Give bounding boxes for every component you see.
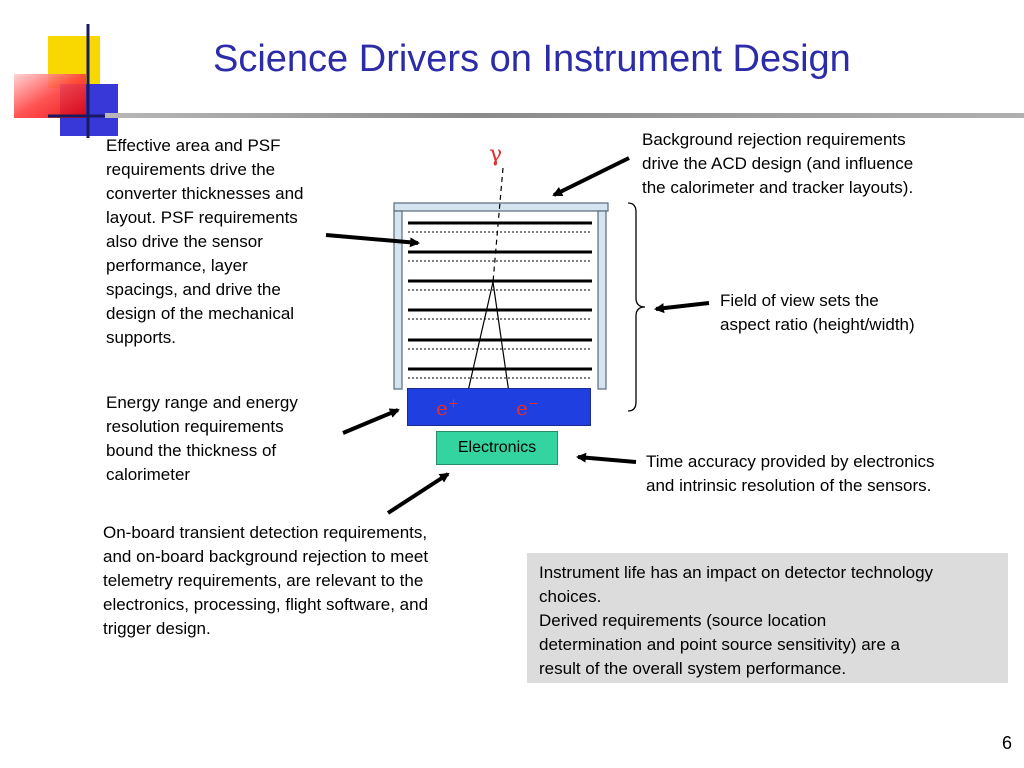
text-line: design of the mechanical (106, 304, 295, 323)
annotation-time-accuracy: Time accuracy provided by electronics an… (646, 450, 1006, 498)
text-line: the calorimeter and tracker layouts). (642, 178, 914, 197)
logo-graphic (14, 24, 138, 138)
positron-letter: e (436, 396, 448, 420)
positron-track (465, 281, 494, 401)
page-number: 6 (1001, 733, 1012, 753)
text-line: trigger design. (103, 619, 211, 638)
text-line: Instrument life has an impact on detecto… (539, 563, 934, 582)
text-line: telemetry requirements, are relevant to … (103, 571, 424, 590)
text-line: Time accuracy provided by electronics (646, 452, 935, 471)
annotation-field-of-view: Field of view sets the aspect ratio (hei… (720, 289, 980, 337)
title-divider (105, 113, 1024, 118)
callout-arrows (325, 156, 710, 515)
text-line: also drive the sensor (106, 232, 263, 251)
electron-letter: e (516, 396, 528, 420)
text-line: resolution requirements (106, 417, 284, 436)
text-line: bound the thickness of (106, 441, 277, 460)
slide-logo (0, 0, 140, 140)
text-line: Background rejection requirements (642, 130, 906, 149)
arrow-to-electronics (576, 452, 637, 464)
tracker-layers (408, 221, 592, 379)
arrow-from-onboard (386, 472, 450, 515)
arrow-to-acd (552, 156, 630, 197)
text-line: choices. (539, 587, 602, 606)
text-line: On-board transient detection requirement… (103, 523, 428, 542)
electron-label: e− (516, 396, 539, 420)
annotation-effective-area: Effective area and PSF requirements driv… (106, 134, 341, 350)
text-line: requirements drive the (106, 160, 276, 179)
text-line: Energy range and energy (106, 393, 298, 412)
electron-track (492, 281, 511, 401)
text-line: and on-board background rejection to mee… (103, 547, 429, 566)
positron-label: e+ (436, 396, 459, 420)
gamma-track (492, 167, 504, 283)
arrow-to-calorimeter (342, 408, 400, 435)
annotation-energy-range: Energy range and energy resolution requi… (106, 391, 346, 487)
text-line: result of the overall system performance… (539, 659, 847, 678)
text-line: spacings, and drive the (106, 280, 281, 299)
electronics-box: Electronics (436, 431, 558, 465)
text-line: Derived requirements (source location (539, 611, 827, 630)
instrument-life-note: Instrument life has an impact on detecto… (527, 553, 1008, 683)
calorimeter-block (407, 388, 591, 426)
text-line: calorimeter (106, 465, 191, 484)
text-line: aspect ratio (height/width) (720, 315, 915, 334)
annotation-onboard: On-board transient detection requirement… (103, 521, 503, 641)
gamma-symbol: γ (489, 142, 503, 167)
text-line: Effective area and PSF (106, 136, 281, 155)
arrow-to-brace (654, 301, 710, 314)
text-line: electronics, processing, flight software… (103, 595, 429, 614)
positron-charge: + (447, 396, 459, 412)
acd-frame (393, 202, 609, 390)
text-line: converter thicknesses and (106, 184, 304, 203)
text-line: drive the ACD design (and influence (642, 154, 914, 173)
text-line: performance, layer (106, 256, 248, 275)
slide-title: Science Drivers on Instrument Design (213, 38, 851, 80)
text-line: Field of view sets the (720, 291, 879, 310)
arrow-to-tracker (325, 233, 420, 248)
text-line: layout. PSF requirements (106, 208, 298, 227)
field-of-view-brace (627, 202, 646, 412)
text-line: and intrinsic resolution of the sensors. (646, 476, 932, 495)
annotation-background-rejection: Background rejection requirements drive … (642, 128, 972, 200)
text-line: determination and point source sensitivi… (539, 635, 900, 654)
electron-charge: − (527, 396, 539, 412)
text-line: supports. (106, 328, 176, 347)
